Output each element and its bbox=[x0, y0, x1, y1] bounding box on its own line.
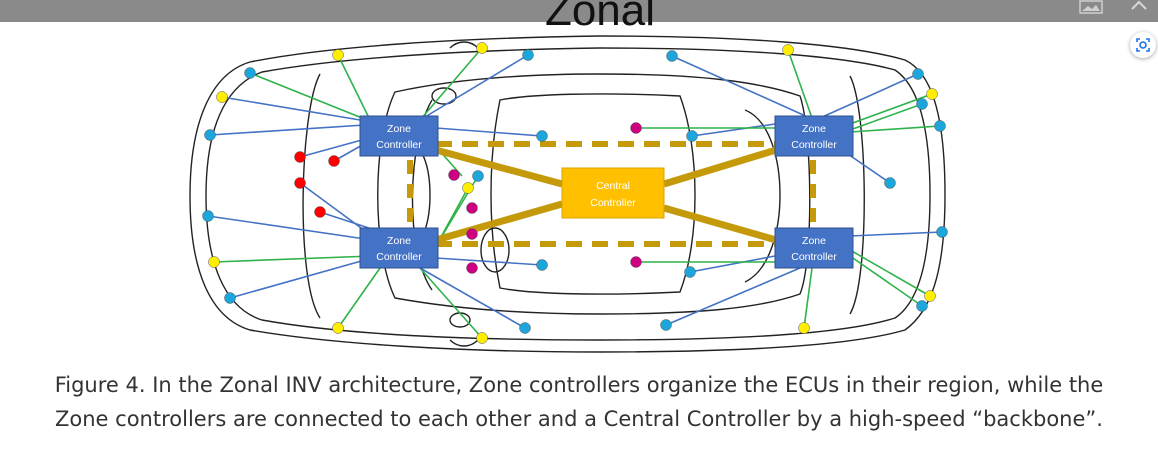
zone-controller-front-right: Zone Controller bbox=[774, 115, 854, 157]
ecu-node bbox=[462, 182, 474, 194]
ecu-node bbox=[884, 177, 896, 189]
ecu-node bbox=[630, 122, 642, 134]
ecu-node bbox=[926, 88, 938, 100]
ecu-node bbox=[936, 226, 948, 238]
central-controller: Central Controller bbox=[561, 167, 665, 219]
ecu-node bbox=[782, 44, 794, 56]
caption-line-2: Zone controllers are connected to each o… bbox=[55, 407, 1103, 431]
ecu-node bbox=[216, 91, 228, 103]
ecu-node bbox=[294, 151, 306, 163]
ecu-node bbox=[294, 177, 306, 189]
zone-controller-label: Controller bbox=[376, 251, 422, 263]
image-icon[interactable] bbox=[1078, 0, 1104, 14]
central-controller-label: Central bbox=[596, 180, 630, 192]
zone-controller-label: Zone bbox=[387, 235, 411, 247]
caption-line-1: Figure 4. In the Zonal INV architecture,… bbox=[54, 373, 1104, 397]
ecu-node bbox=[630, 256, 642, 268]
zonal-architecture-diagram: Zone Controller Zone Controller Zone Con… bbox=[189, 35, 948, 353]
ecu-node bbox=[476, 42, 488, 54]
ecu-node bbox=[314, 206, 326, 218]
ecu-node bbox=[666, 50, 678, 62]
central-controller-label: Controller bbox=[590, 197, 636, 209]
ecu-nodes bbox=[202, 42, 948, 344]
ecu-node bbox=[202, 210, 214, 222]
zone-controller-label: Controller bbox=[376, 139, 422, 151]
ecu-node bbox=[924, 290, 936, 302]
ecu-node bbox=[686, 130, 698, 142]
ecu-node bbox=[466, 228, 478, 240]
ecu-node bbox=[684, 266, 696, 278]
ecu-node bbox=[224, 292, 236, 304]
visual-search-icon bbox=[1136, 38, 1150, 52]
zone-controller-front-left: Zone Controller bbox=[359, 115, 439, 157]
zone-controller-label: Zone bbox=[802, 235, 826, 247]
ecu-node bbox=[332, 322, 344, 334]
ecu-node bbox=[466, 262, 478, 274]
ecu-node bbox=[476, 332, 488, 344]
ecu-node bbox=[536, 259, 548, 271]
ecu-node bbox=[522, 49, 534, 61]
ecu-node bbox=[244, 67, 256, 79]
ecu-node bbox=[912, 68, 924, 80]
zone-controller-rear-left: Zone Controller bbox=[359, 227, 439, 269]
top-toolbar bbox=[0, 0, 1158, 22]
car-outline bbox=[189, 35, 946, 353]
ecu-node bbox=[472, 170, 484, 182]
ecu-node bbox=[798, 322, 810, 334]
ecu-node bbox=[916, 98, 928, 110]
zone-controller-label: Zone bbox=[387, 123, 411, 135]
ecu-node bbox=[328, 155, 340, 167]
ecu-node bbox=[916, 300, 928, 312]
chevron-up-icon[interactable] bbox=[1128, 0, 1150, 13]
ecu-node bbox=[519, 322, 531, 334]
ecu-node bbox=[448, 169, 460, 181]
ecu-node bbox=[536, 130, 548, 142]
zone-controller-label: Zone bbox=[802, 123, 826, 135]
figure-caption: Figure 4. In the Zonal INV architecture,… bbox=[0, 368, 1158, 436]
ecu-node bbox=[204, 129, 216, 141]
zone-controller-label: Controller bbox=[791, 251, 837, 263]
diagram-title: Zonal bbox=[544, 0, 656, 35]
inner-links bbox=[636, 127, 776, 263]
ecu-node bbox=[466, 202, 478, 214]
ecu-node bbox=[660, 319, 672, 331]
zone-controller-label: Controller bbox=[791, 139, 837, 151]
ecu-node bbox=[208, 256, 220, 268]
backbone bbox=[407, 141, 816, 247]
visual-search-button[interactable] bbox=[1130, 32, 1156, 58]
zone-controller-rear-right: Zone Controller bbox=[774, 227, 854, 269]
ecu-node bbox=[934, 120, 946, 132]
ecu-node bbox=[332, 49, 344, 61]
